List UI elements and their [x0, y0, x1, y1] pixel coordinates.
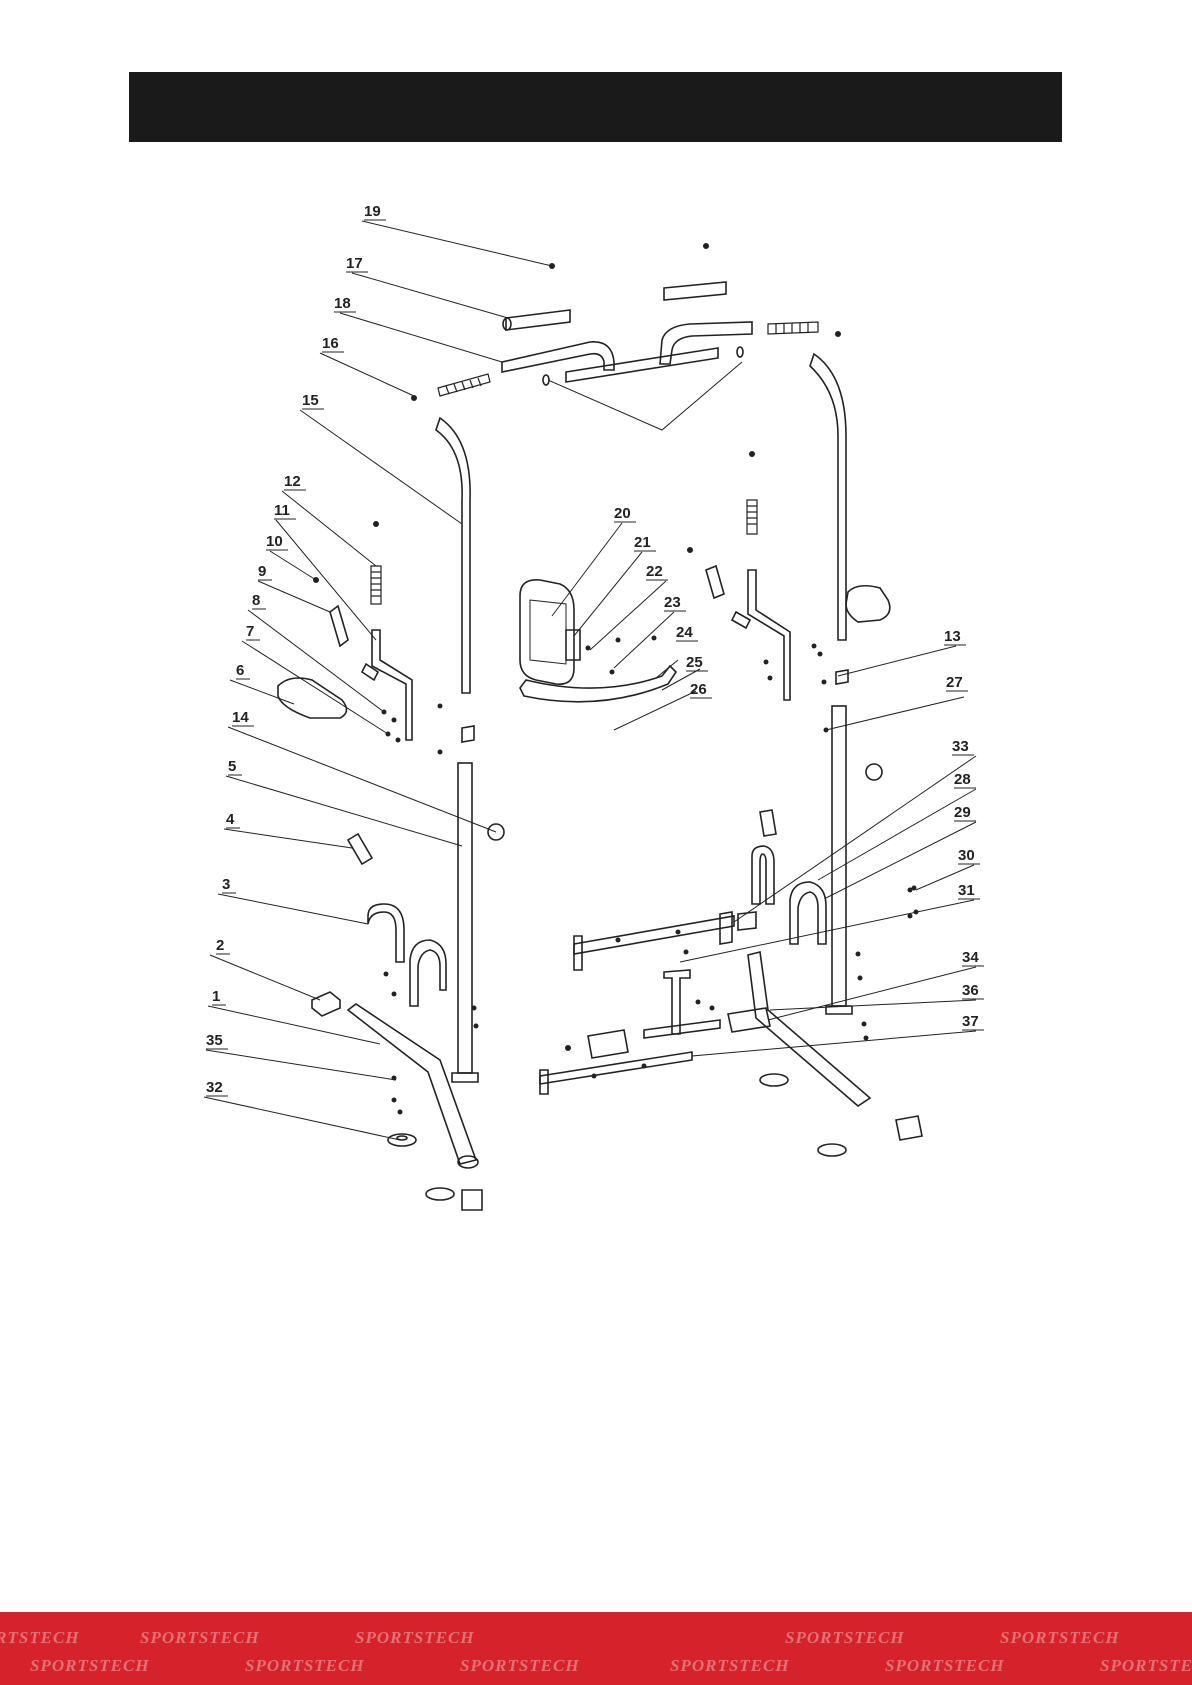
- callout-22: 22: [646, 563, 663, 580]
- callout-37: 37: [962, 1013, 979, 1030]
- spring-top-right: [768, 322, 818, 334]
- dip-arm-33: [574, 916, 734, 954]
- block-2: [312, 992, 340, 1016]
- left-lower-post: [458, 763, 472, 1073]
- block-bottom-right: [896, 1116, 922, 1140]
- callout-13: 13: [944, 628, 961, 645]
- callout-14: 14: [232, 709, 249, 726]
- left-base-tube: [348, 1004, 476, 1164]
- foot-right-2: [818, 1144, 846, 1156]
- callout-2: 2: [216, 937, 224, 954]
- callout-27: 27: [946, 674, 963, 691]
- grip-9: [330, 606, 348, 646]
- lower-arm-37: [540, 1052, 692, 1084]
- callout-17: 17: [346, 255, 363, 272]
- grip-right-mid: [706, 566, 724, 598]
- callout-4: 4: [226, 811, 235, 828]
- callout-23: 23: [664, 594, 681, 611]
- footer-watermark: SPORTSTECH: [0, 1628, 80, 1648]
- spring-right: [747, 500, 757, 534]
- arm-bracket-left: [372, 630, 412, 740]
- bracket-left-low: [410, 940, 446, 1006]
- grip-right-low: [760, 810, 776, 836]
- footer-watermark: SPORTSTECH: [885, 1656, 1005, 1676]
- u-handle-3: [368, 904, 404, 962]
- callout-7: 7: [246, 623, 254, 640]
- footer-brand-band: SPORTSTECH SPORTSTECH SPORTSTECH SPORTST…: [0, 1612, 1192, 1685]
- callout-29: 29: [954, 804, 971, 821]
- callout-32: 32: [206, 1079, 223, 1096]
- grip-4: [348, 834, 372, 864]
- frame-parts: [278, 282, 922, 1210]
- knob-right: [866, 764, 882, 780]
- callout-31: 31: [958, 882, 975, 899]
- footer-watermark: SPORTSTECH: [355, 1628, 475, 1648]
- block-bottom-left: [462, 1190, 482, 1210]
- callout-12: 12: [284, 473, 301, 490]
- roller-36: [728, 1008, 770, 1032]
- arm-bracket-right: [748, 570, 790, 700]
- grip-17: [506, 310, 570, 330]
- u-handle-right: [752, 846, 774, 904]
- footer-watermark: SPORTSTECH: [460, 1656, 580, 1676]
- grip-top-right: [664, 282, 726, 300]
- callout-30: 30: [958, 847, 975, 864]
- footer-watermark: SPORTSTECH: [245, 1656, 365, 1676]
- callout-19: 19: [364, 203, 381, 220]
- callout-16: 16: [322, 335, 339, 352]
- callout-28: 28: [954, 771, 971, 788]
- left-upper-upright: [436, 418, 470, 693]
- cap-13: [836, 670, 848, 684]
- callout-3: 3: [222, 876, 230, 893]
- footer-watermark: SPORTSTECH: [140, 1628, 260, 1648]
- callout-33: 33: [952, 738, 969, 755]
- block-mid: [738, 912, 756, 930]
- callout-9: 9: [258, 563, 266, 580]
- footer-watermark: SPORTSTECH: [1100, 1656, 1192, 1676]
- cross-bar: [566, 348, 718, 382]
- footer-watermark: SPORTSTECH: [670, 1656, 790, 1676]
- footer-watermark: SPORTSTECH: [30, 1656, 150, 1676]
- callout-25: 25: [686, 654, 703, 671]
- leader-cluster: [548, 362, 742, 430]
- callout-6: 6: [236, 662, 244, 679]
- right-base-tube: [748, 952, 870, 1106]
- spring-12: [371, 566, 381, 604]
- back-bar-25: [520, 666, 676, 702]
- callout-8: 8: [252, 592, 260, 609]
- callout-34: 34: [962, 949, 979, 966]
- callout-24: 24: [676, 624, 693, 641]
- roller-left: [588, 1030, 628, 1058]
- callout-18: 18: [334, 295, 351, 312]
- callout-36: 36: [962, 982, 979, 999]
- callout-26: 26: [690, 681, 707, 698]
- callout-11: 11: [274, 502, 290, 519]
- footer-watermark: SPORTSTECH: [1000, 1628, 1120, 1648]
- foot-right-1: [760, 1074, 788, 1086]
- callout-15: 15: [302, 392, 319, 409]
- armrest-pad-6: [278, 678, 347, 718]
- callout-numbers: 1 2 3 4 5 6 7 8 9 10 11 12 13 14 15 16 1…: [206, 203, 979, 1096]
- foot-bottom-left: [426, 1188, 454, 1200]
- callout-20: 20: [614, 505, 631, 522]
- callout-35: 35: [206, 1032, 223, 1049]
- callout-5: 5: [228, 758, 236, 775]
- right-upper-upright: [810, 354, 846, 640]
- handle-bar-right: [660, 322, 752, 364]
- callout-1: 1: [212, 988, 220, 1005]
- armrest-pad-right: [846, 586, 890, 622]
- leader-lines: [204, 221, 976, 1140]
- right-lower-post: [832, 706, 846, 1006]
- spring-16: [438, 374, 490, 396]
- callout-10: 10: [266, 533, 283, 550]
- callout-21: 21: [634, 534, 651, 551]
- left-post-foot: [452, 1073, 478, 1082]
- bracket-21: [566, 630, 580, 660]
- footer-watermark: SPORTSTECH: [785, 1628, 905, 1648]
